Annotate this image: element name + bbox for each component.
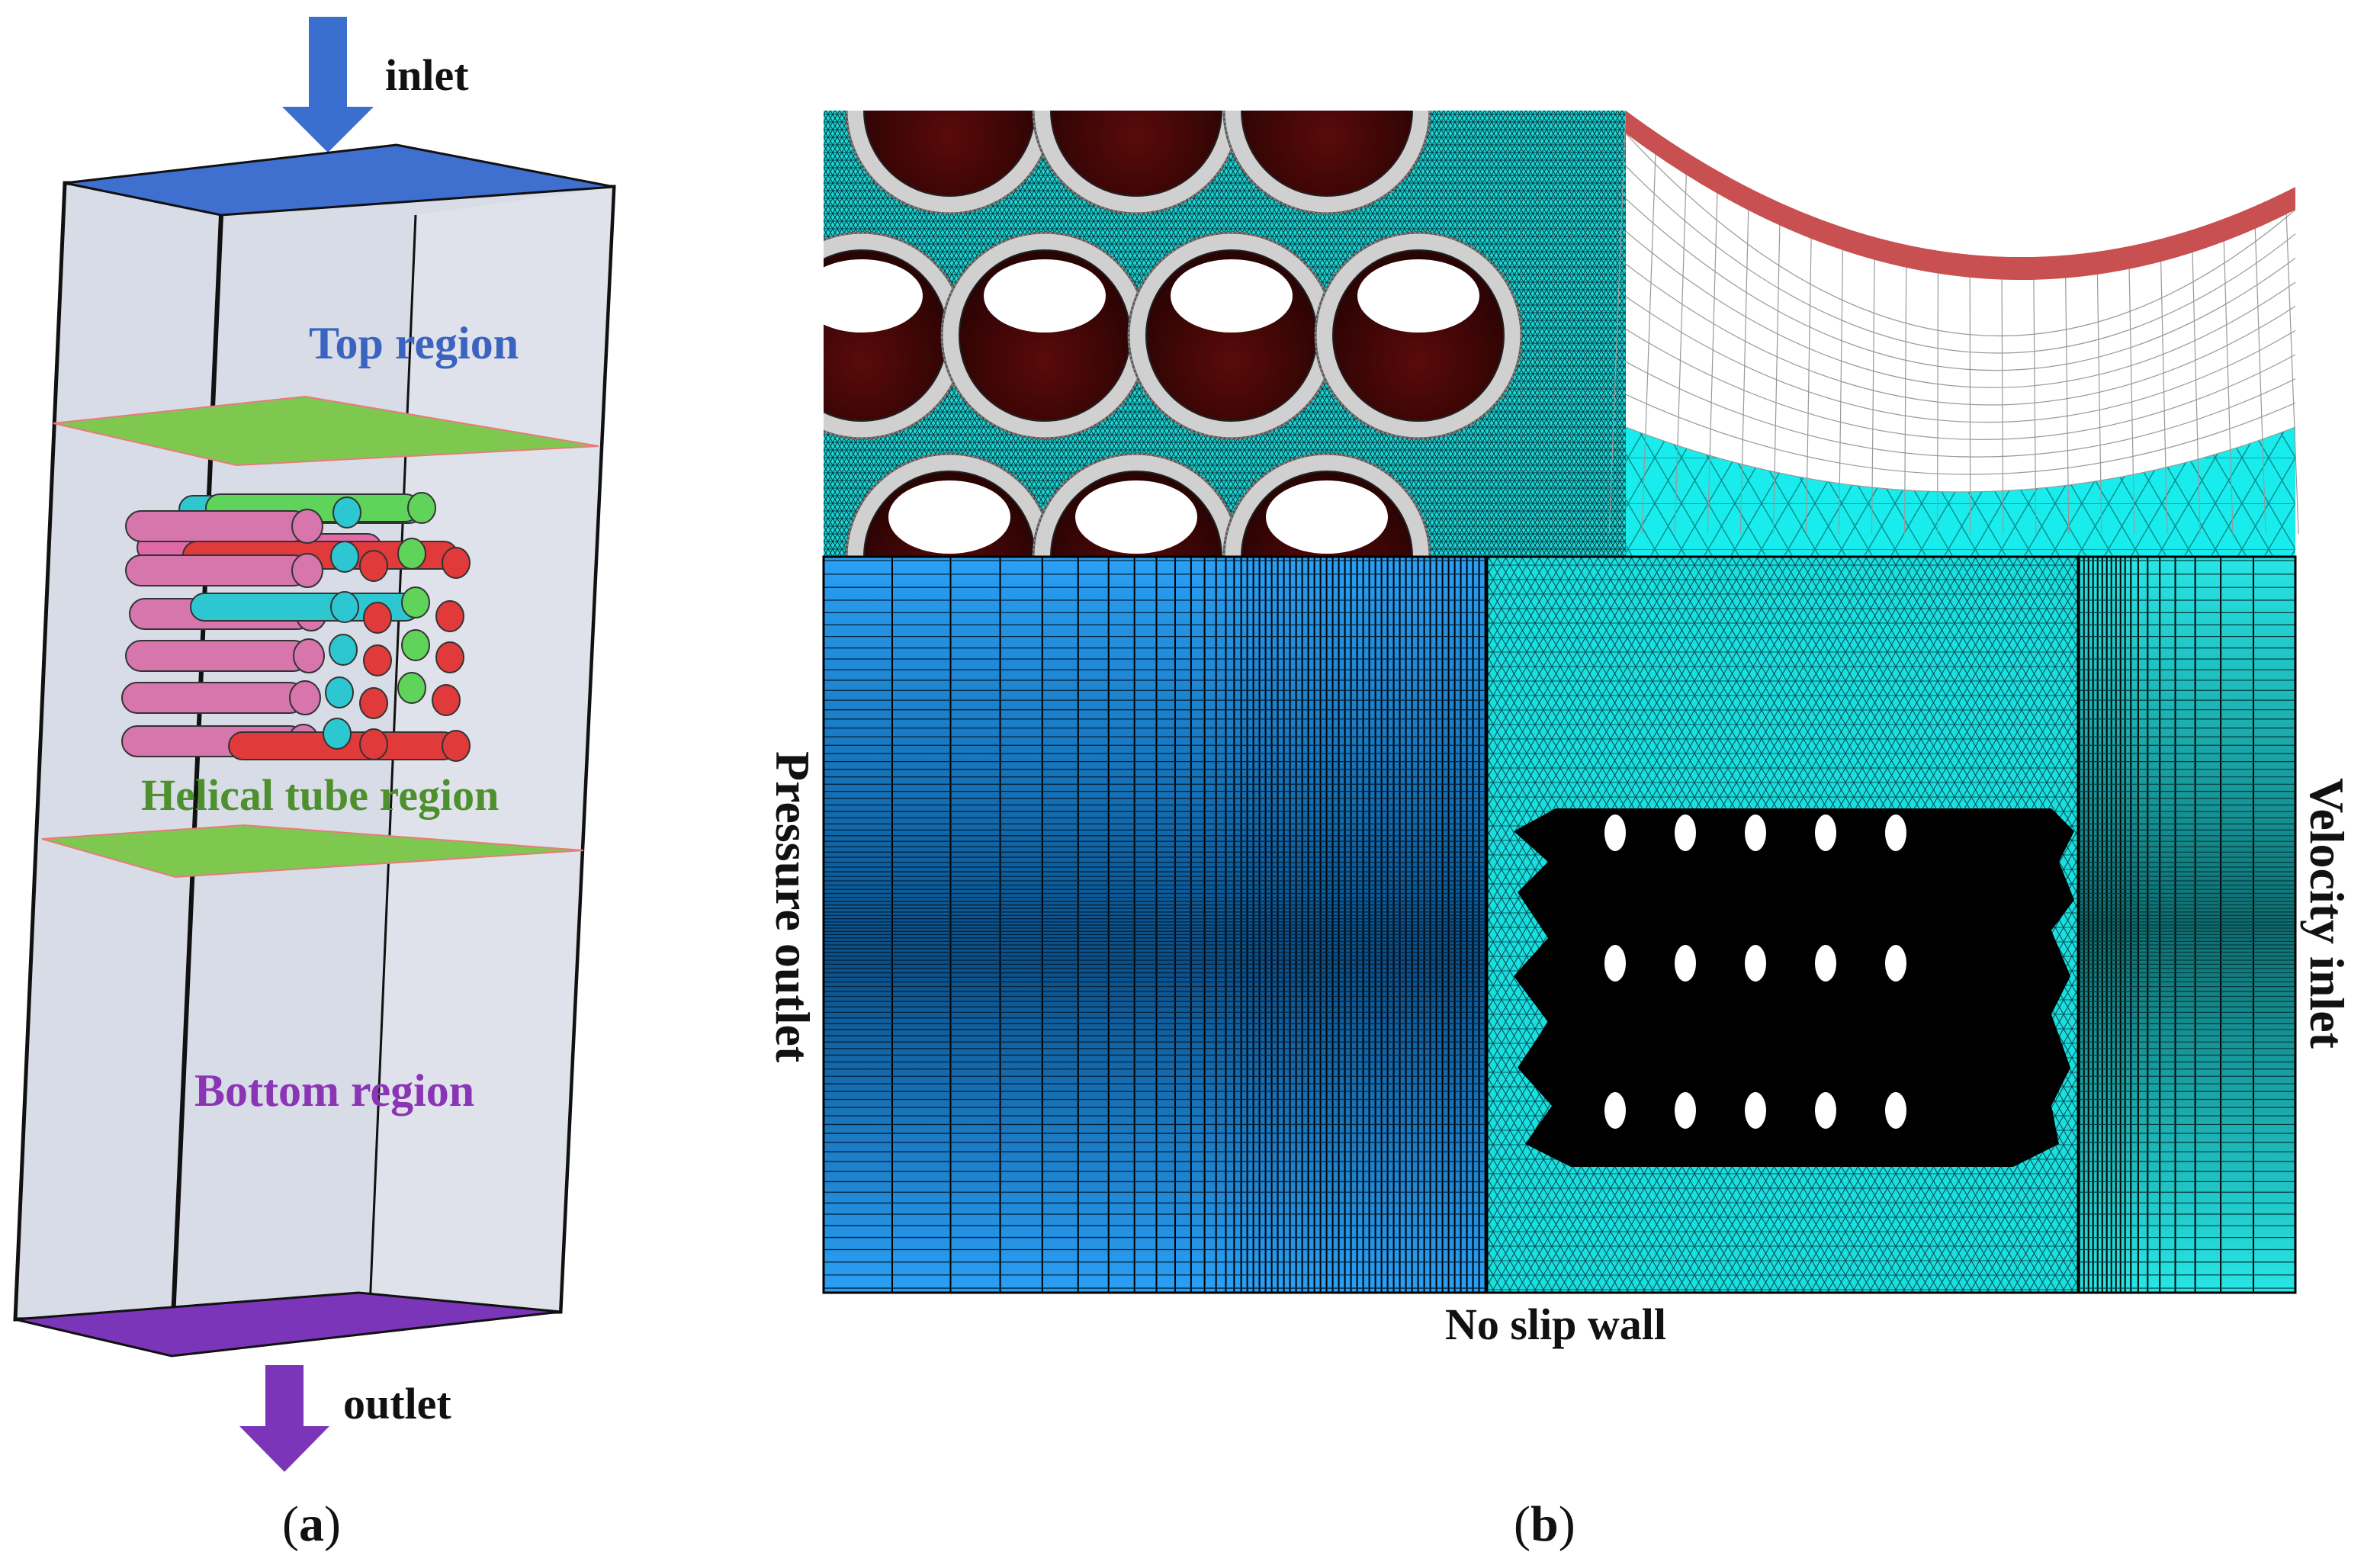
right-structured-grid <box>2078 557 2296 1293</box>
left-structured-grid <box>823 557 1487 1293</box>
outlet-arrow <box>239 1365 329 1472</box>
tube-hole <box>1745 1092 1766 1129</box>
tube-hole <box>1604 945 1626 982</box>
tube-hole <box>1815 1092 1836 1129</box>
tube-mesh-inset <box>824 111 1626 557</box>
no-slip-wall-label: No slip wall <box>1445 1300 1666 1349</box>
tube-holes <box>1604 815 1906 1129</box>
tube-hole <box>1815 945 1836 982</box>
tube-hole <box>1885 815 1906 851</box>
box-edge-front-right <box>368 214 417 1309</box>
lower-divider-plane <box>41 824 584 879</box>
outlet-label: outlet <box>343 1379 451 1428</box>
tube-hole <box>1745 945 1766 982</box>
domain-mesh <box>822 555 2297 1294</box>
tube-hole <box>1745 815 1766 851</box>
top-region-label: Top region <box>309 318 519 368</box>
upper-divider-plane <box>53 395 599 467</box>
inlet-arrow <box>282 17 374 153</box>
box-edge-front-left <box>169 214 223 1354</box>
caption-b: (b) <box>1514 1496 1575 1552</box>
box-edge-right <box>559 186 615 1313</box>
helical-tube-bundle <box>121 492 471 762</box>
panel-a: inlet Top region <box>13 17 616 1552</box>
helical-tube-region-label: Helical tube region <box>141 770 499 820</box>
tube-hole <box>1604 815 1626 851</box>
tube-hole <box>1815 815 1836 851</box>
velocity-inlet-label: Velocity inlet <box>2300 778 2354 1049</box>
tube-wall-band <box>1626 111 2295 281</box>
tube-hole <box>1885 1092 1906 1129</box>
tube-hole <box>1885 945 1906 982</box>
caption-a: (a) <box>282 1496 341 1552</box>
bottom-face <box>14 1291 561 1358</box>
tube-hole <box>1675 1092 1696 1129</box>
refinement-zone <box>1514 808 2074 1167</box>
tube-cross-sections <box>824 111 1523 557</box>
top-face <box>64 143 615 217</box>
panel-b: Pressure outlet Velocity inlet No slip w… <box>766 110 2354 1552</box>
tube-hole <box>1675 815 1696 851</box>
boundary-layer-inset <box>1608 110 2299 557</box>
inlet-label: inlet <box>385 50 469 100</box>
tube-hole <box>1675 945 1696 982</box>
pressure-outlet-label: Pressure outlet <box>766 751 820 1063</box>
box-edge-left <box>14 182 66 1320</box>
box-right-face <box>370 187 614 1312</box>
bottom-region-label: Bottom region <box>194 1065 474 1116</box>
tube-hole <box>1604 1092 1626 1129</box>
